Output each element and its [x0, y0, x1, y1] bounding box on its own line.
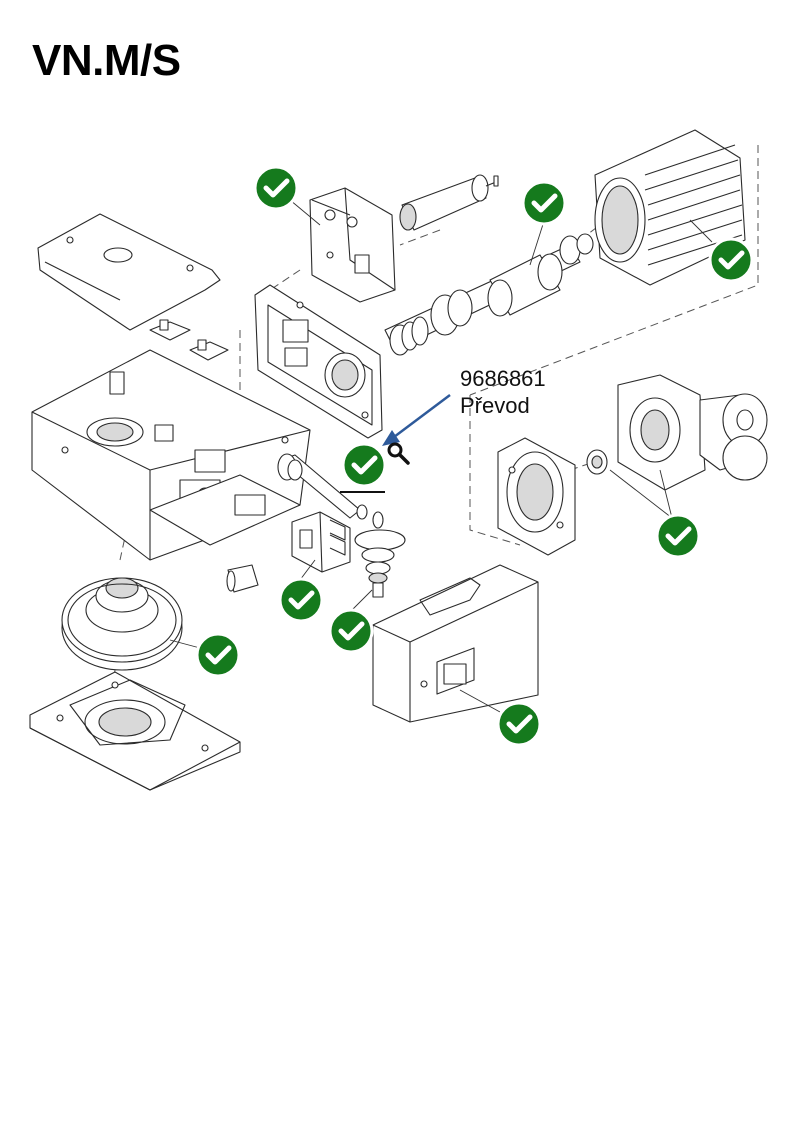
motor-shaft[interactable] [384, 233, 594, 356]
callout-part-number[interactable]: 9686861 [460, 366, 546, 391]
coupling-pin[interactable] [226, 564, 259, 593]
check-circle-icon[interactable] [521, 180, 567, 226]
clip-part-left[interactable] [149, 319, 191, 341]
callout-part-name[interactable]: Převod [460, 393, 530, 418]
cam-gear-stack[interactable] [354, 511, 406, 598]
mounting-frame[interactable] [254, 284, 383, 439]
motor-housing[interactable] [594, 129, 746, 286]
top-cover-plate[interactable] [37, 213, 221, 331]
check-circle-icon[interactable] [328, 608, 374, 654]
capacitor[interactable] [399, 174, 499, 231]
output-gear[interactable] [61, 577, 183, 671]
transmission-shaft[interactable] [277, 453, 368, 520]
leader-lines [169, 199, 713, 713]
linkage-bracket[interactable] [617, 374, 768, 491]
check-circle-icon[interactable] [708, 237, 754, 283]
adapter-flange[interactable] [497, 437, 576, 556]
clip-part-right[interactable] [189, 339, 229, 361]
limit-switch-assembly[interactable] [291, 511, 351, 573]
check-circle-icon[interactable] [341, 442, 387, 488]
base-plate[interactable] [29, 671, 241, 791]
magnifier-icon[interactable] [387, 442, 410, 465]
check-circle-icon[interactable] [278, 577, 324, 623]
gearbox-housing[interactable] [31, 349, 311, 561]
page-title: VN.M/S [32, 36, 181, 85]
cover-housing[interactable] [372, 564, 539, 723]
check-circle-icon[interactable] [655, 513, 701, 559]
check-circle-icon[interactable] [253, 165, 299, 211]
check-circle-icon[interactable] [195, 632, 241, 678]
small-coupling[interactable] [586, 449, 608, 475]
callout-arrow [382, 394, 451, 446]
terminal-block[interactable] [309, 187, 396, 303]
check-circle-icon[interactable] [496, 701, 542, 747]
